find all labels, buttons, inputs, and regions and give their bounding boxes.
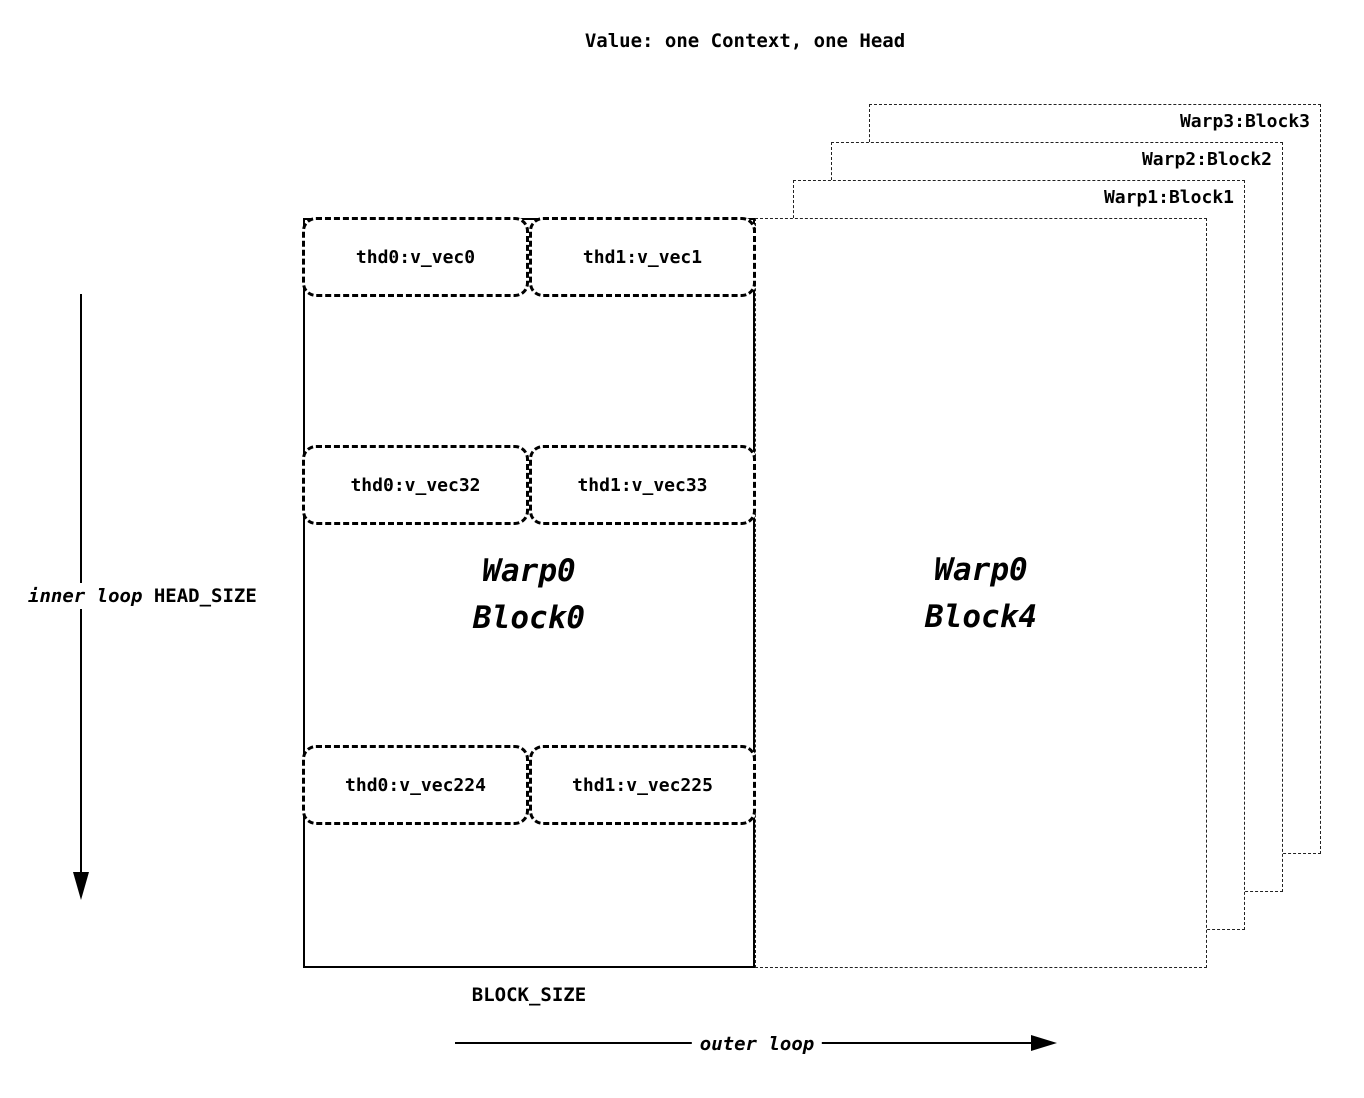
block0-label-line1: Warp0 <box>482 553 576 589</box>
vector-cell: thd0:v_vec0 <box>302 217 529 297</box>
block-warp2-label: Warp2:Block2 <box>1141 149 1272 170</box>
vector-row-2: thd0:v_vec224 thd1:v_vec225 <box>302 745 756 825</box>
outer-loop-label: outer loop <box>691 1033 823 1055</box>
block-warp1-label: Warp1:Block1 <box>1103 187 1234 208</box>
block-warp3-label: Warp3:Block3 <box>1179 111 1310 132</box>
inner-loop-label: inner loop HEAD_SIZE <box>24 583 261 609</box>
block4-region: Warp0 Block4 <box>755 218 1207 968</box>
vector-row-0: thd0:v_vec0 thd1:v_vec1 <box>302 217 756 297</box>
block0-region: thd0:v_vec0 thd1:v_vec1 thd0:v_vec32 thd… <box>302 217 756 968</box>
vector-row-1: thd0:v_vec32 thd1:v_vec33 <box>302 445 756 525</box>
head-size-label: HEAD_SIZE <box>153 585 257 607</box>
diagram-title: Value: one Context, one Head <box>584 30 906 52</box>
block4-label: Warp0 Block4 <box>756 547 1206 641</box>
inner-loop-text: inner loop <box>28 585 143 607</box>
block4-label-line1: Warp0 <box>934 552 1028 588</box>
vector-cell: thd1:v_vec1 <box>529 217 756 297</box>
block4-label-line2: Block4 <box>925 599 1037 635</box>
block0-label-line2: Block0 <box>473 600 585 636</box>
vector-cell: thd0:v_vec224 <box>302 745 529 825</box>
block0-label: Warp0 Block0 <box>305 548 753 642</box>
block-size-label: BLOCK_SIZE <box>471 984 587 1006</box>
vector-cell: thd1:v_vec225 <box>529 745 756 825</box>
vector-cell: thd1:v_vec33 <box>529 445 756 525</box>
vector-cell: thd0:v_vec32 <box>302 445 529 525</box>
